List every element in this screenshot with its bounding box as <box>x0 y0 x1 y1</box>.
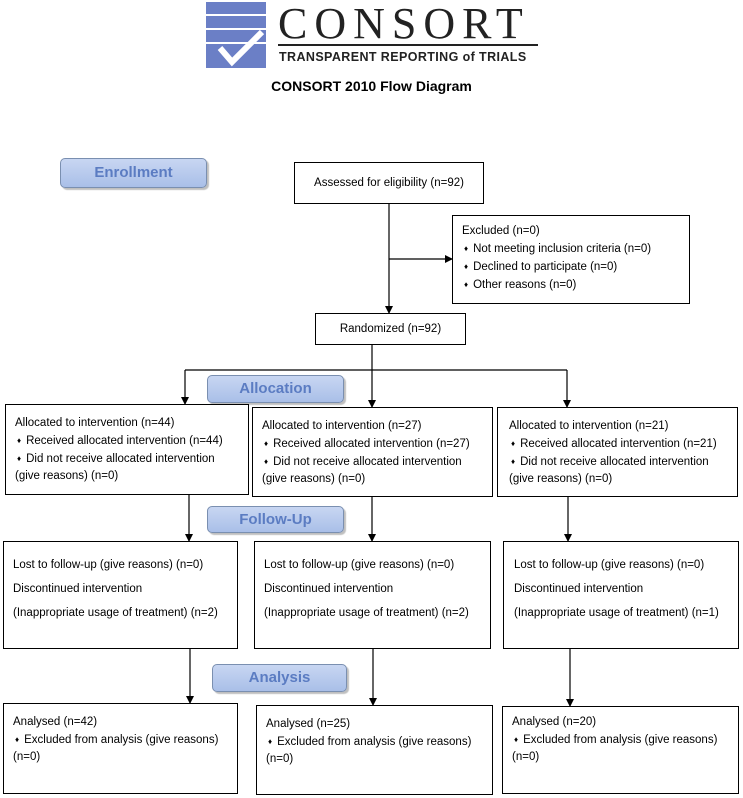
allocation-not-received: Did not receive allocated intervention <box>262 453 492 471</box>
excluded-item: Other reasons (n=0) <box>462 276 689 294</box>
analysis-analysed: Analysed (n=42) <box>13 716 98 728</box>
allocation-title: Allocated to intervention (n=44) <box>15 417 175 429</box>
stage-followup: Follow-Up <box>207 506 344 533</box>
allocation-not-received-reason: (give reasons) (n=0) <box>509 473 613 485</box>
followup-reason: (Inappropriate usage of treatment) (n=2) <box>264 607 469 619</box>
arm3-followup-box: Lost to follow-up (give reasons) (n=0) D… <box>503 541 739 649</box>
allocation-title: Allocated to intervention (n=27) <box>262 420 422 432</box>
logo-wordmark: CONSORT <box>278 0 530 48</box>
excluded-box: Excluded (n=0) Not meeting inclusion cri… <box>452 215 690 304</box>
assessed-text: Assessed for eligibility (n=92) <box>314 177 464 189</box>
consort-logo-icon <box>206 2 266 68</box>
arm1-analysis-box: Analysed (n=42) Excluded from analysis (… <box>3 703 238 794</box>
excluded-item: Not meeting inclusion criteria (n=0) <box>462 240 689 258</box>
diagram-title: CONSORT 2010 Flow Diagram <box>271 78 472 94</box>
logo-rule <box>278 44 538 46</box>
randomized-box: Randomized (n=92) <box>315 313 466 345</box>
excluded-title: Excluded (n=0) <box>462 225 540 237</box>
followup-discontinued: Discontinued intervention <box>13 583 143 595</box>
arm2-followup-box: Lost to follow-up (give reasons) (n=0) D… <box>254 541 491 649</box>
followup-reason: (Inappropriate usage of treatment) (n=2) <box>13 607 218 619</box>
logo-tagline: TRANSPARENT REPORTING of TRIALS <box>279 50 527 64</box>
analysis-excluded-count: (n=0) <box>13 751 41 763</box>
arm3-allocation-box: Allocated to intervention (n=21) Receive… <box>497 407 738 497</box>
analysis-analysed: Analysed (n=20) <box>512 716 597 728</box>
analysis-excluded-count: (n=0) <box>266 753 294 765</box>
stage-enrollment: Enrollment <box>60 158 207 188</box>
allocation-title: Allocated to intervention (n=21) <box>509 420 669 432</box>
analysis-excluded: Excluded from analysis (give reasons) <box>266 733 492 751</box>
assessed-box: Assessed for eligibility (n=92) <box>294 162 484 204</box>
allocation-not-received: Did not receive allocated intervention <box>15 450 248 468</box>
followup-discontinued: Discontinued intervention <box>514 583 644 595</box>
followup-discontinued: Discontinued intervention <box>264 583 394 595</box>
followup-lost: Lost to follow-up (give reasons) (n=0) <box>13 559 204 571</box>
arm1-allocation-box: Allocated to intervention (n=44) Receive… <box>5 404 249 495</box>
followup-lost: Lost to follow-up (give reasons) (n=0) <box>514 559 705 571</box>
analysis-excluded: Excluded from analysis (give reasons) <box>512 731 738 749</box>
allocation-not-received: Did not receive allocated intervention <box>509 453 737 471</box>
allocation-received: Received allocated intervention (n=44) <box>15 432 248 450</box>
arm2-analysis-box: Analysed (n=25) Excluded from analysis (… <box>256 705 493 795</box>
stage-allocation: Allocation <box>207 375 344 403</box>
analysis-excluded: Excluded from analysis (give reasons) <box>13 731 237 749</box>
allocation-received: Received allocated intervention (n=27) <box>262 435 492 453</box>
analysis-analysed: Analysed (n=25) <box>266 718 351 730</box>
followup-lost: Lost to follow-up (give reasons) (n=0) <box>264 559 455 571</box>
followup-reason: (Inappropriate usage of treatment) (n=1) <box>514 607 719 619</box>
arm1-followup-box: Lost to follow-up (give reasons) (n=0) D… <box>3 541 238 649</box>
arm2-allocation-box: Allocated to intervention (n=27) Receive… <box>252 407 493 497</box>
allocation-not-received-reason: (give reasons) (n=0) <box>15 470 119 482</box>
randomized-text: Randomized (n=92) <box>339 323 442 335</box>
allocation-received: Received allocated intervention (n=21) <box>509 435 737 453</box>
excluded-item: Declined to participate (n=0) <box>462 258 689 276</box>
allocation-not-received-reason: (give reasons) (n=0) <box>262 473 366 485</box>
arm3-analysis-box: Analysed (n=20) Excluded from analysis (… <box>502 706 739 794</box>
analysis-excluded-count: (n=0) <box>512 751 540 763</box>
stage-analysis: Analysis <box>212 664 347 692</box>
